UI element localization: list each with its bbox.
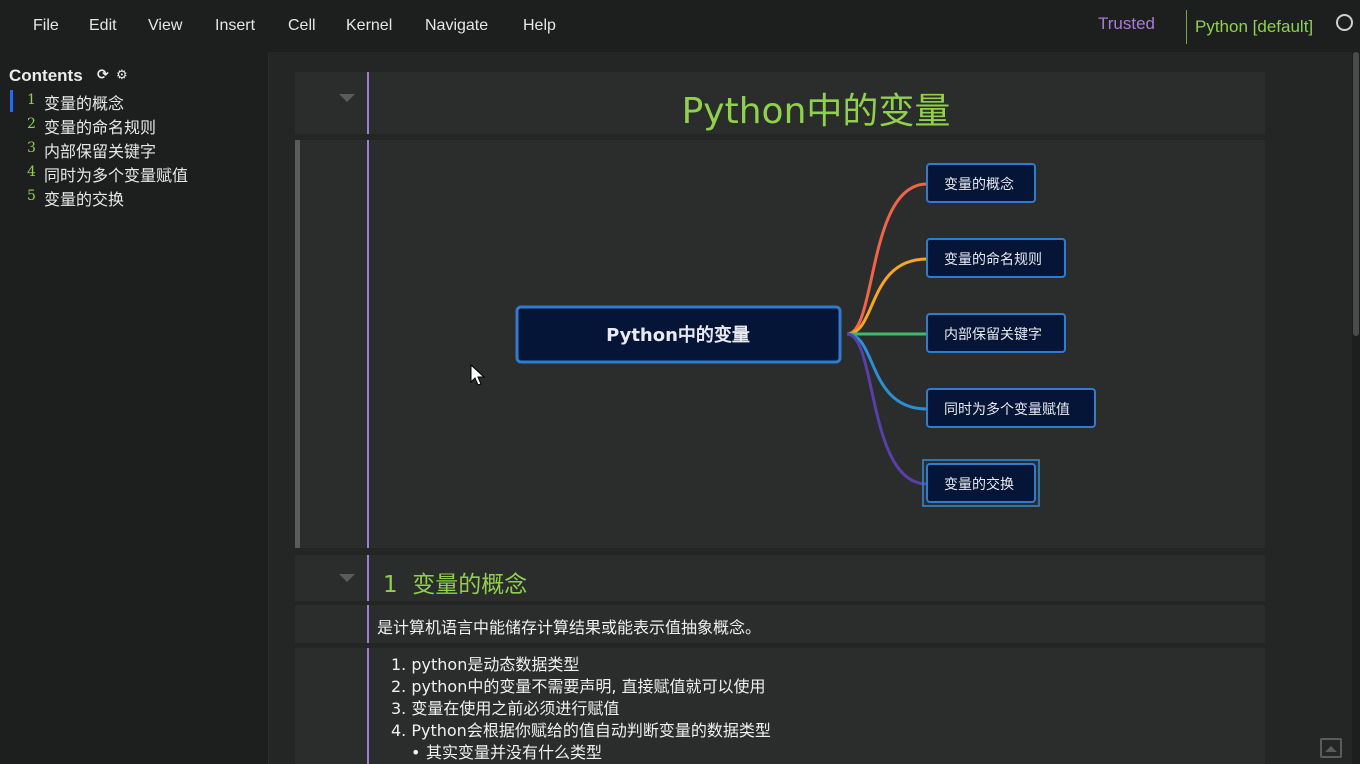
notebook-area: Python中的变量 Python中的变量 变量的概念变量的命名规则内部保留关键… <box>269 52 1352 764</box>
kernel-name[interactable]: Python [default] <box>1195 17 1314 36</box>
toc-item-5[interactable]: 5 变量的交换 <box>8 186 258 209</box>
cell-prompt-line <box>367 555 369 601</box>
mindmap-child-node: 同时为多个变量赋值 <box>926 388 1096 428</box>
list-cell[interactable]: 1. python是动态数据类型 2. python中的变量不需要声明, 直接赋… <box>295 648 1265 764</box>
toc-item-number: 3 <box>27 140 36 156</box>
toc-active-bar <box>10 90 13 112</box>
toc-item-number: 2 <box>27 116 36 132</box>
cell-selection-bar <box>295 140 300 548</box>
kernel-separator <box>1186 10 1187 44</box>
menu-cell[interactable]: Cell <box>288 17 316 34</box>
toc-item-2[interactable]: 2 变量的命名规则 <box>8 114 258 137</box>
menu-view[interactable]: View <box>148 17 183 34</box>
paragraph-text: 是计算机语言中能储存计算结果或能表示值抽象概念。 <box>377 618 762 637</box>
menu-file[interactable]: File <box>33 17 59 34</box>
toc-sidebar: Contents ⟳ ⚙ 1 变量的概念 2 变量的命名规则 3 内部保留关键字… <box>0 52 269 764</box>
toc-item-label: 变量的命名规则 <box>44 118 157 137</box>
mindmap-branch-line <box>846 332 928 486</box>
toc-item-label: 变量的概念 <box>44 94 125 113</box>
mindmap-branch-line <box>846 332 928 411</box>
toc-item-label: 内部保留关键字 <box>44 142 157 161</box>
menu-edit[interactable]: Edit <box>89 17 117 34</box>
cell-prompt-line <box>367 140 369 548</box>
mouse-cursor-icon <box>470 364 486 386</box>
toc-item-4[interactable]: 4 同时为多个变量赋值 <box>8 162 258 185</box>
sub-list-item: 其实变量并没有什么类型 <box>391 742 771 764</box>
menubar: File Edit View Insert Cell Kernel Naviga… <box>0 0 1360 53</box>
section-number: 1 <box>383 572 398 598</box>
mindmap-child-label: 同时为多个变量赋值 <box>944 401 1070 418</box>
heading-cell[interactable]: 1 变量的概念 <box>295 555 1265 601</box>
mindmap-diagram: Python中的变量 变量的概念变量的命名规则内部保留关键字同时为多个变量赋值变… <box>494 150 1136 540</box>
paragraph-cell[interactable]: 是计算机语言中能储存计算结果或能表示值抽象概念。 <box>295 605 1265 643</box>
mindmap-child-node: 变量的交换 <box>922 459 1040 507</box>
toc-title: Contents <box>9 66 83 85</box>
list-item: 3. 变量在使用之前必须进行赋值 <box>391 699 620 718</box>
list-item: 2. python中的变量不需要声明, 直接赋值就可以使用 <box>391 677 766 696</box>
scroll-to-top-icon[interactable] <box>1320 738 1342 758</box>
mindmap-child-node: 内部保留关键字 <box>926 313 1066 353</box>
toc-item-number: 5 <box>27 188 36 204</box>
cell-prompt-line <box>367 605 369 643</box>
list-item: 1. python是动态数据类型 <box>391 655 580 674</box>
toc-item-3[interactable]: 3 内部保留关键字 <box>8 138 258 161</box>
title-cell[interactable]: Python中的变量 <box>295 72 1265 134</box>
menu-insert[interactable]: Insert <box>215 17 256 34</box>
mindmap-child-node: 变量的命名规则 <box>926 238 1066 278</box>
toc-item-number: 4 <box>27 164 36 180</box>
mindmap-child-label: 变量的概念 <box>944 176 1014 193</box>
toc-item-1[interactable]: 1 变量的概念 <box>8 90 258 113</box>
toc-item-label: 同时为多个变量赋值 <box>44 166 189 185</box>
mindmap-branch-line <box>846 257 928 336</box>
mindmap-child-label: 变量的命名规则 <box>944 251 1042 268</box>
scrollbar-thumb[interactable] <box>1353 52 1359 336</box>
menu-help[interactable]: Help <box>523 17 556 34</box>
list-item: 4. Python会根据你赋给的值自动判断变量的数据类型 <box>391 721 771 740</box>
mindmap-cell[interactable]: Python中的变量 变量的概念变量的命名规则内部保留关键字同时为多个变量赋值变… <box>295 140 1265 548</box>
section-heading: 1 变量的概念 <box>383 565 527 599</box>
ordered-list: 1. python是动态数据类型 2. python中的变量不需要声明, 直接赋… <box>391 654 771 764</box>
cell-prompt-line <box>367 648 369 764</box>
mindmap-child-node: 变量的概念 <box>926 163 1036 203</box>
toc-item-label: 变量的交换 <box>44 190 125 209</box>
section-title: 变量的概念 <box>412 572 528 598</box>
collapse-arrow-icon[interactable] <box>339 94 355 102</box>
menu-navigate[interactable]: Navigate <box>425 17 489 34</box>
cell-prompt-line <box>367 72 369 134</box>
toc-item-number: 1 <box>27 92 36 108</box>
scrollbar[interactable] <box>1352 52 1360 764</box>
kernel-status-icon <box>1336 14 1353 31</box>
menu-kernel[interactable]: Kernel <box>346 17 393 34</box>
mindmap-branch-line <box>846 182 928 336</box>
gear-icon[interactable]: ⚙ <box>116 68 128 83</box>
notebook-title: Python中的变量 <box>681 91 951 132</box>
mindmap-child-label: 内部保留关键字 <box>944 327 1042 343</box>
mindmap-root-label: Python中的变量 <box>606 324 750 346</box>
refresh-icon[interactable]: ⟳ <box>97 67 109 83</box>
mindmap-root-node: Python中的变量 <box>515 305 842 364</box>
mindmap-branches <box>846 182 928 486</box>
collapse-arrow-icon[interactable] <box>339 574 355 582</box>
mindmap-child-label: 变量的交换 <box>944 476 1014 493</box>
trusted-indicator[interactable]: Trusted <box>1098 14 1156 33</box>
